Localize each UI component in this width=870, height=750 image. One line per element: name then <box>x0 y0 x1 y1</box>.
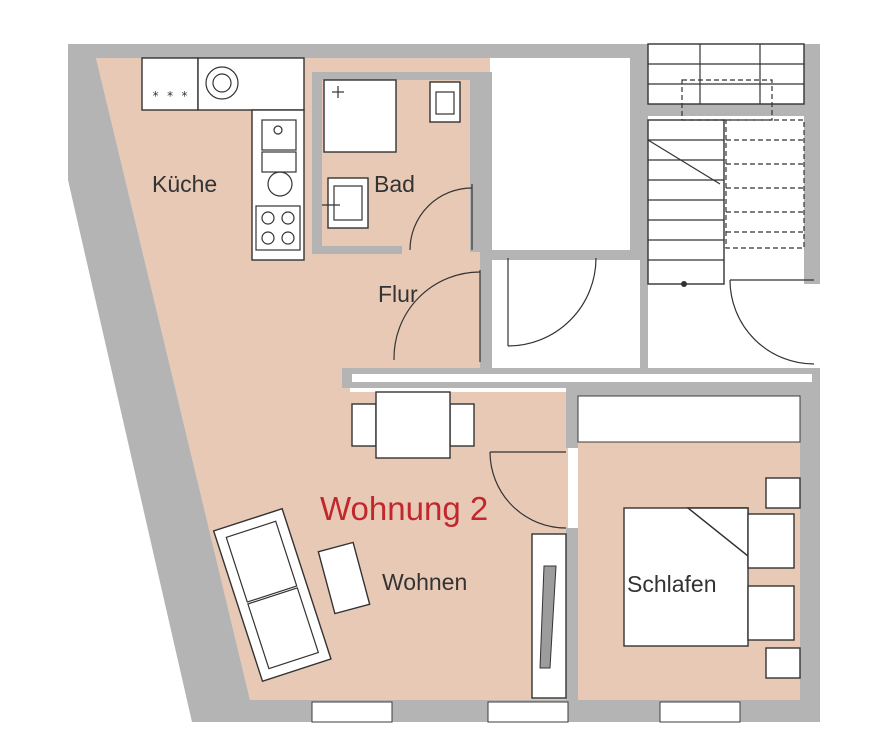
apartment-label: Wohnung 2 <box>320 490 488 527</box>
staircase <box>647 43 805 287</box>
living-label: Wohnen <box>382 569 467 595</box>
doors <box>393 184 815 529</box>
kitchen-counter: * * * <box>141 57 305 261</box>
bed <box>623 477 801 679</box>
bath-fixtures <box>322 79 461 229</box>
coffee-table <box>317 541 371 615</box>
bedroom-label: Schlafen <box>627 571 717 597</box>
windows <box>311 701 741 723</box>
bath-label: Bad <box>374 171 415 197</box>
sofa <box>212 507 332 683</box>
interior-walls <box>312 58 820 700</box>
wardrobe <box>531 533 567 699</box>
kitchen-label: Küche <box>152 171 217 197</box>
dining-set <box>351 391 475 459</box>
floor-area <box>96 58 568 700</box>
svg-text:* * *: * * * <box>152 89 188 103</box>
hall-label: Flur <box>378 281 418 307</box>
